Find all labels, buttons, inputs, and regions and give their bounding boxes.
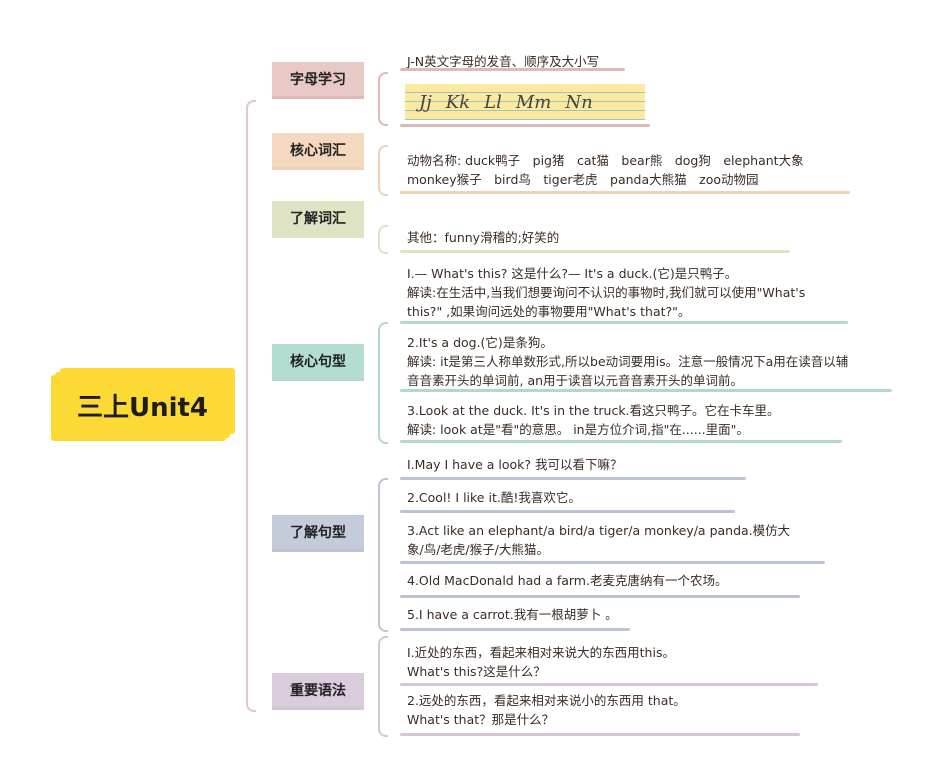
letter-pair: Jj xyxy=(419,91,432,113)
branch-brace xyxy=(378,322,388,444)
item-text: 2.远处的东西，看起来相对来说小的东西用 that。 xyxy=(407,693,686,708)
main-brace xyxy=(246,100,256,712)
branch-node[interactable]: 字母学习 xyxy=(272,62,364,99)
item-underline xyxy=(400,595,800,598)
item-underline xyxy=(400,561,825,564)
item-underline xyxy=(400,191,850,194)
item-underline xyxy=(400,510,735,513)
item-text: 3.Act like an elephant/a bird/a tiger/a … xyxy=(407,523,791,538)
alphabet-writing-image: Jj Kk Ll Mm Nn xyxy=(405,84,645,120)
item-text: 动物名称: duck鸭子 pig猪 cat猫 bear熊 dog狗 elepha… xyxy=(407,153,804,168)
letter-pair: Nn xyxy=(565,91,593,113)
item-text: 其他：funny滑稽的;好笑的 xyxy=(407,230,560,245)
item-text: 象/鸟/老虎/猴子/大熊猫。 xyxy=(407,542,549,557)
item-text: 5.I have a carrot.我有一根胡萝卜 。 xyxy=(407,607,618,622)
letter-pair: Mm xyxy=(515,91,552,113)
item-text: What's this?这是什么？ xyxy=(407,664,546,679)
item-underline xyxy=(400,321,848,324)
branch-brace xyxy=(378,145,388,196)
item-text: 解读: look at是"看"的意思。 in是方位介词,指"在......里面"… xyxy=(407,422,749,437)
item-underline xyxy=(400,477,746,480)
item-text: 音音素开头的单词前, an用于读音以元音音素开头的单词前。 xyxy=(407,373,744,388)
item-text: 解读: it是第三人称单数形式,所以be动词要用is。注意一般情况下a用在读音以… xyxy=(407,354,849,369)
item-text: J-N英文字母的发音、顺序及大小写 xyxy=(407,54,600,69)
item-text: What's that？那是什么？ xyxy=(407,712,555,727)
item-text: 3.Look at the duck. It's in the truck.看这… xyxy=(407,403,780,418)
root-node[interactable]: 三上Unit4 xyxy=(55,372,230,438)
branch-node[interactable]: 重要语法 xyxy=(272,673,364,710)
branch-brace xyxy=(378,72,388,126)
branch-brace xyxy=(378,225,388,254)
item-underline xyxy=(400,250,790,253)
branch-node[interactable]: 了解句型 xyxy=(272,515,364,552)
item-underline xyxy=(400,628,630,631)
item-text: I.近处的东西，看起来相对来说大的东西用this。 xyxy=(407,645,675,660)
branch-brace xyxy=(378,478,388,632)
item-underline xyxy=(400,68,625,71)
letter-pair: Ll xyxy=(484,91,502,113)
letter-pair: Kk xyxy=(445,91,471,113)
branch-node[interactable]: 核心词汇 xyxy=(272,133,364,170)
item-text: this?" ,如果询问远处的事物要用"What's that?"。 xyxy=(407,304,691,319)
item-underline xyxy=(400,683,818,686)
branch-brace xyxy=(378,636,388,737)
item-text: 2.It's a dog.(它)是条狗。 xyxy=(407,335,553,350)
branch-node[interactable]: 了解词汇 xyxy=(272,201,364,238)
item-text: 4.Old MacDonald had a farm.老麦克唐纳有一个农场。 xyxy=(407,573,728,588)
item-text: 解读:在生活中,当我们想要询问不认识的事物时,我们就可以使用"What's xyxy=(407,285,806,300)
item-underline xyxy=(400,124,650,127)
branch-node[interactable]: 核心句型 xyxy=(272,344,364,381)
item-text: 2.Cool! I like it.酷!我喜欢它。 xyxy=(407,490,581,505)
item-underline xyxy=(400,733,800,736)
item-underline xyxy=(400,440,842,443)
item-text: monkey猴子 bird鸟 tiger老虎 panda大熊猫 zoo动物园 xyxy=(407,172,759,187)
item-underline xyxy=(400,389,892,392)
item-text: I.May I have a look? 我可以看下嘛？ xyxy=(407,457,623,472)
item-text: I.— What's this? 这是什么?— It's a duck.(它)是… xyxy=(407,266,738,281)
